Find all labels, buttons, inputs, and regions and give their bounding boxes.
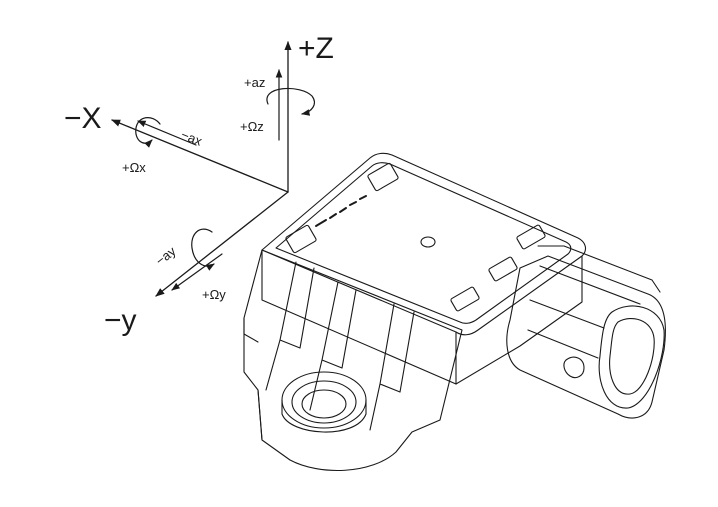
minus-y-label: −y	[104, 304, 137, 337]
coordinate-frame	[111, 41, 315, 297]
engraved-marking	[315, 195, 367, 227]
front-rib-middle	[321, 281, 357, 369]
plus-omega-x-label: +Ωx	[122, 160, 146, 175]
body-top-face	[261, 152, 587, 336]
plus-z-label: +Z	[298, 32, 334, 65]
mount-hole-outer	[281, 371, 367, 429]
front-rib-left	[279, 261, 315, 349]
top-face-rim	[275, 162, 572, 324]
minus-ay-label: −ay	[153, 243, 179, 268]
ay-arrow	[171, 253, 223, 291]
minus-x-label: −X	[64, 102, 102, 135]
rib-bottom-edge	[265, 339, 381, 431]
center-hole	[420, 236, 436, 248]
pad-right-2	[488, 256, 518, 282]
connector	[506, 245, 666, 419]
body-front-face	[261, 249, 457, 385]
connector-edge-lines	[527, 265, 641, 359]
connector-top	[537, 245, 661, 293]
plus-az-label: +az	[244, 75, 265, 90]
plus-omega-z-label: +Ωz	[240, 119, 264, 134]
y-axis-line	[155, 191, 289, 297]
plus-omega-y-label: +Ωy	[202, 287, 226, 302]
omega-z-rotation-arrow	[266, 87, 315, 116]
pad-right-3	[450, 286, 480, 312]
connector-body	[506, 255, 666, 419]
minus-ax-label: −ax	[179, 127, 205, 149]
body-right-face	[455, 255, 583, 385]
front-rib-right	[379, 303, 415, 393]
pad-right-1	[516, 224, 546, 250]
connector-mouth-outer	[598, 305, 665, 409]
pad-left	[285, 224, 317, 254]
mount-hole-rim	[281, 399, 367, 433]
base-flange-edge	[243, 317, 263, 441]
mount-hole-mid	[291, 380, 357, 424]
base-flange	[243, 249, 463, 472]
omega-y-rotation-arrow	[191, 228, 215, 271]
connector-mouth-inner	[609, 318, 655, 395]
mount-hole-inner	[301, 389, 347, 419]
connector-latch	[563, 356, 585, 379]
omega-x-rotation-arrow	[135, 117, 161, 148]
pad-top	[367, 162, 399, 192]
sensor-housing	[243, 152, 587, 472]
ax-arrow	[137, 120, 197, 146]
x-axis-line	[111, 119, 289, 193]
